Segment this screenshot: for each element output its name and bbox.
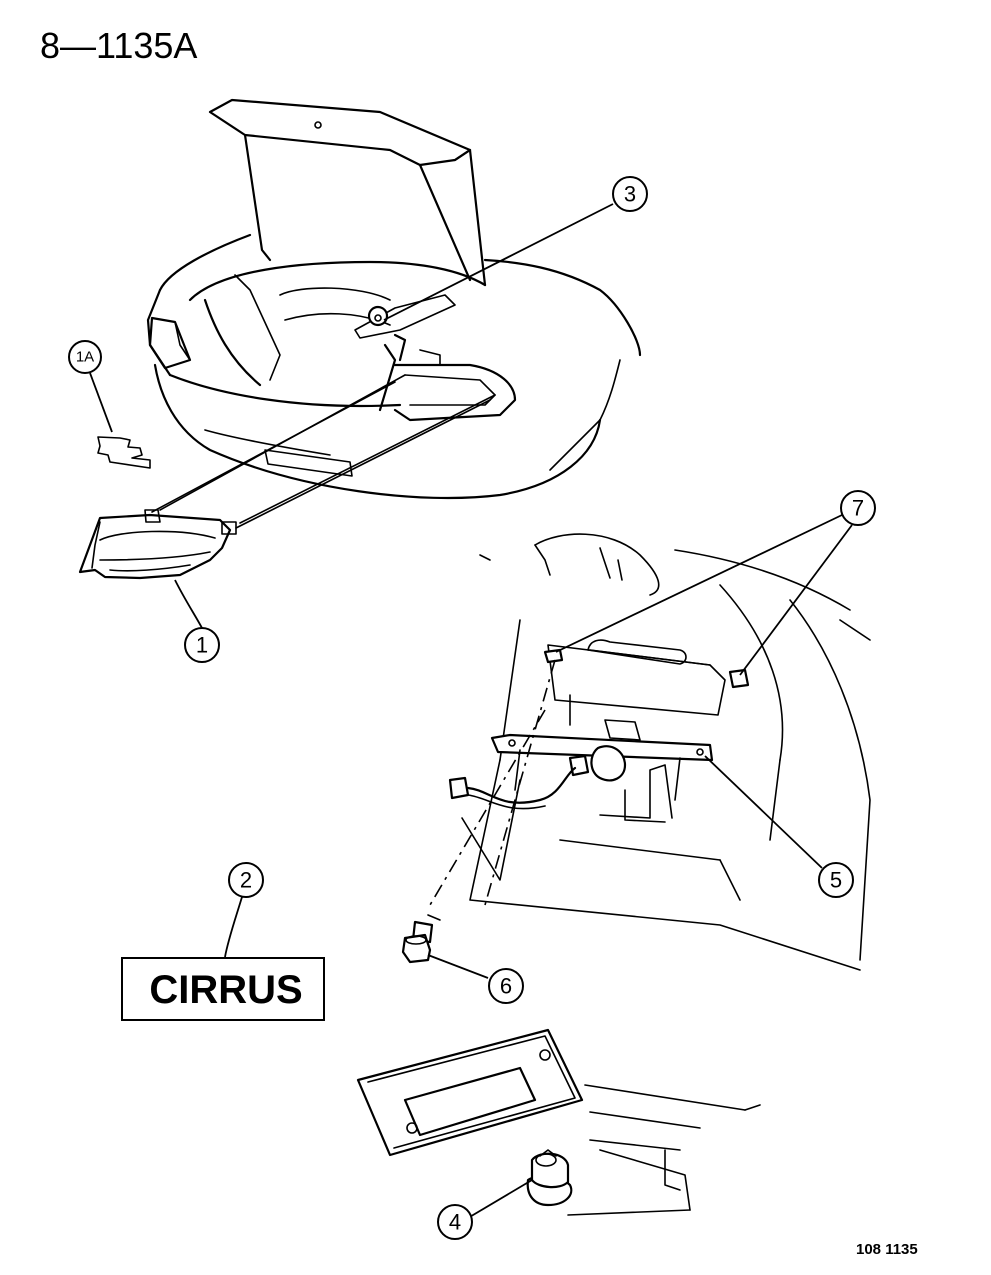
cirrus-nameplate: CIRRUS (121, 957, 325, 1021)
callout-4: 4 (437, 1204, 473, 1240)
callout-3: 3 (612, 176, 648, 212)
badge-text: CIRRUS (149, 968, 302, 1012)
callout-2: 2 (228, 862, 264, 898)
callout-label: 1 (196, 633, 208, 658)
callout-1A: 1A (68, 340, 102, 374)
callout-1: 1 (184, 627, 220, 663)
callout-label: 5 (830, 868, 842, 893)
figure-title: 8—1135A (40, 25, 197, 66)
figure-code: 108 1135 (856, 1241, 918, 1258)
callout-label: 7 (852, 496, 864, 521)
callout-label: 2 (240, 868, 252, 893)
tail-lamp-assembly (78, 374, 496, 580)
callout-label: 1A (76, 349, 94, 366)
leader-lines (89, 203, 853, 1219)
car-rear-illustration (146, 98, 642, 500)
callout-7: 7 (840, 490, 876, 526)
callout-6: 6 (488, 968, 524, 1004)
lamp-gasket (97, 436, 151, 469)
license-lamp-area-illustration (429, 533, 871, 971)
callout-label: 3 (624, 182, 636, 207)
license-lamp-lens (356, 1028, 761, 1216)
callout-label: 4 (449, 1210, 461, 1235)
mounting-screw (401, 914, 441, 964)
callout-5: 5 (818, 862, 854, 898)
callout-label: 6 (500, 974, 512, 999)
